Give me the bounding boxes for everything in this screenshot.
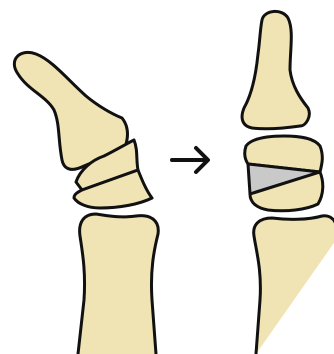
metacarpal-after	[254, 216, 334, 354]
after-panel	[242, 11, 334, 354]
right-arrow-icon	[172, 148, 208, 172]
before-panel	[14, 52, 158, 354]
distal-phalanx-after	[242, 11, 309, 128]
metacarpal-before	[78, 214, 158, 354]
